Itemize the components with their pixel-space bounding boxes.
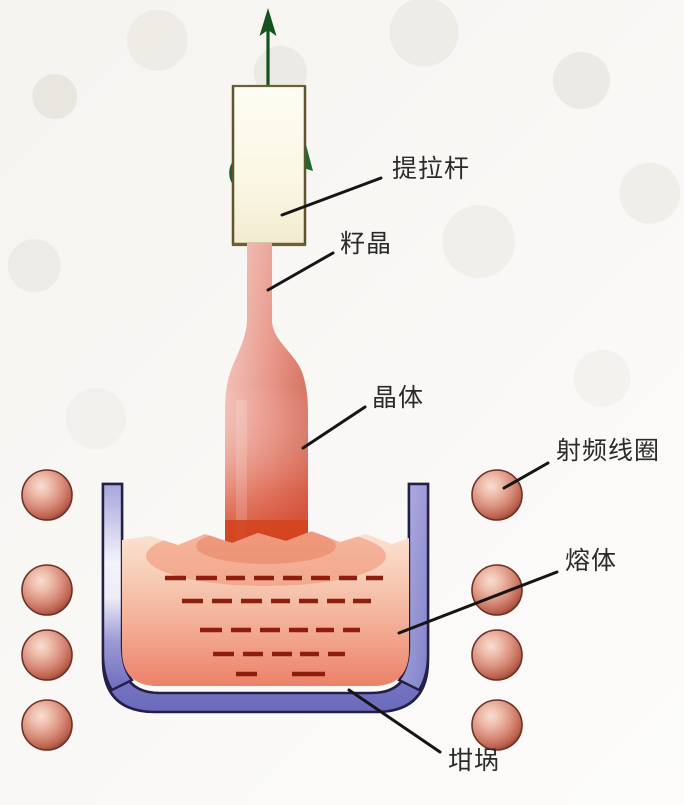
label-crystal: 晶体 — [372, 383, 425, 412]
leader-crystal — [301, 405, 367, 450]
label-melt: 熔体 — [565, 546, 618, 575]
leader-crucible — [347, 688, 442, 754]
leader-rf-coil — [502, 461, 550, 490]
rf-coil-right-2 — [471, 564, 523, 616]
leader-seed-crystal — [266, 251, 335, 292]
label-pull-rod: 提拉杆 — [392, 154, 471, 183]
rf-coil-group-right — [471, 469, 523, 751]
leader-lines — [266, 176, 559, 754]
rf-coil-group-left — [21, 469, 73, 751]
crystal-body — [225, 243, 308, 566]
label-crucible: 坩埚 — [448, 746, 501, 775]
rf-coil-right-4 — [471, 699, 523, 751]
rf-coil-left-3 — [21, 629, 73, 681]
rf-coil-right-1 — [471, 469, 523, 521]
rf-coil-left-1 — [21, 469, 73, 521]
melt — [122, 531, 409, 686]
rf-coil-left-4 — [21, 699, 73, 751]
label-seed-crystal: 籽晶 — [340, 229, 393, 258]
rf-coil-left-2 — [21, 564, 73, 616]
leader-pull-rod — [280, 176, 383, 217]
leader-melt — [397, 570, 559, 635]
rf-coil-right-3 — [471, 629, 523, 681]
melt-dash-marks — [165, 575, 383, 677]
label-rf-coil: 射频线圈 — [556, 436, 661, 465]
pull-rod — [231, 84, 307, 247]
